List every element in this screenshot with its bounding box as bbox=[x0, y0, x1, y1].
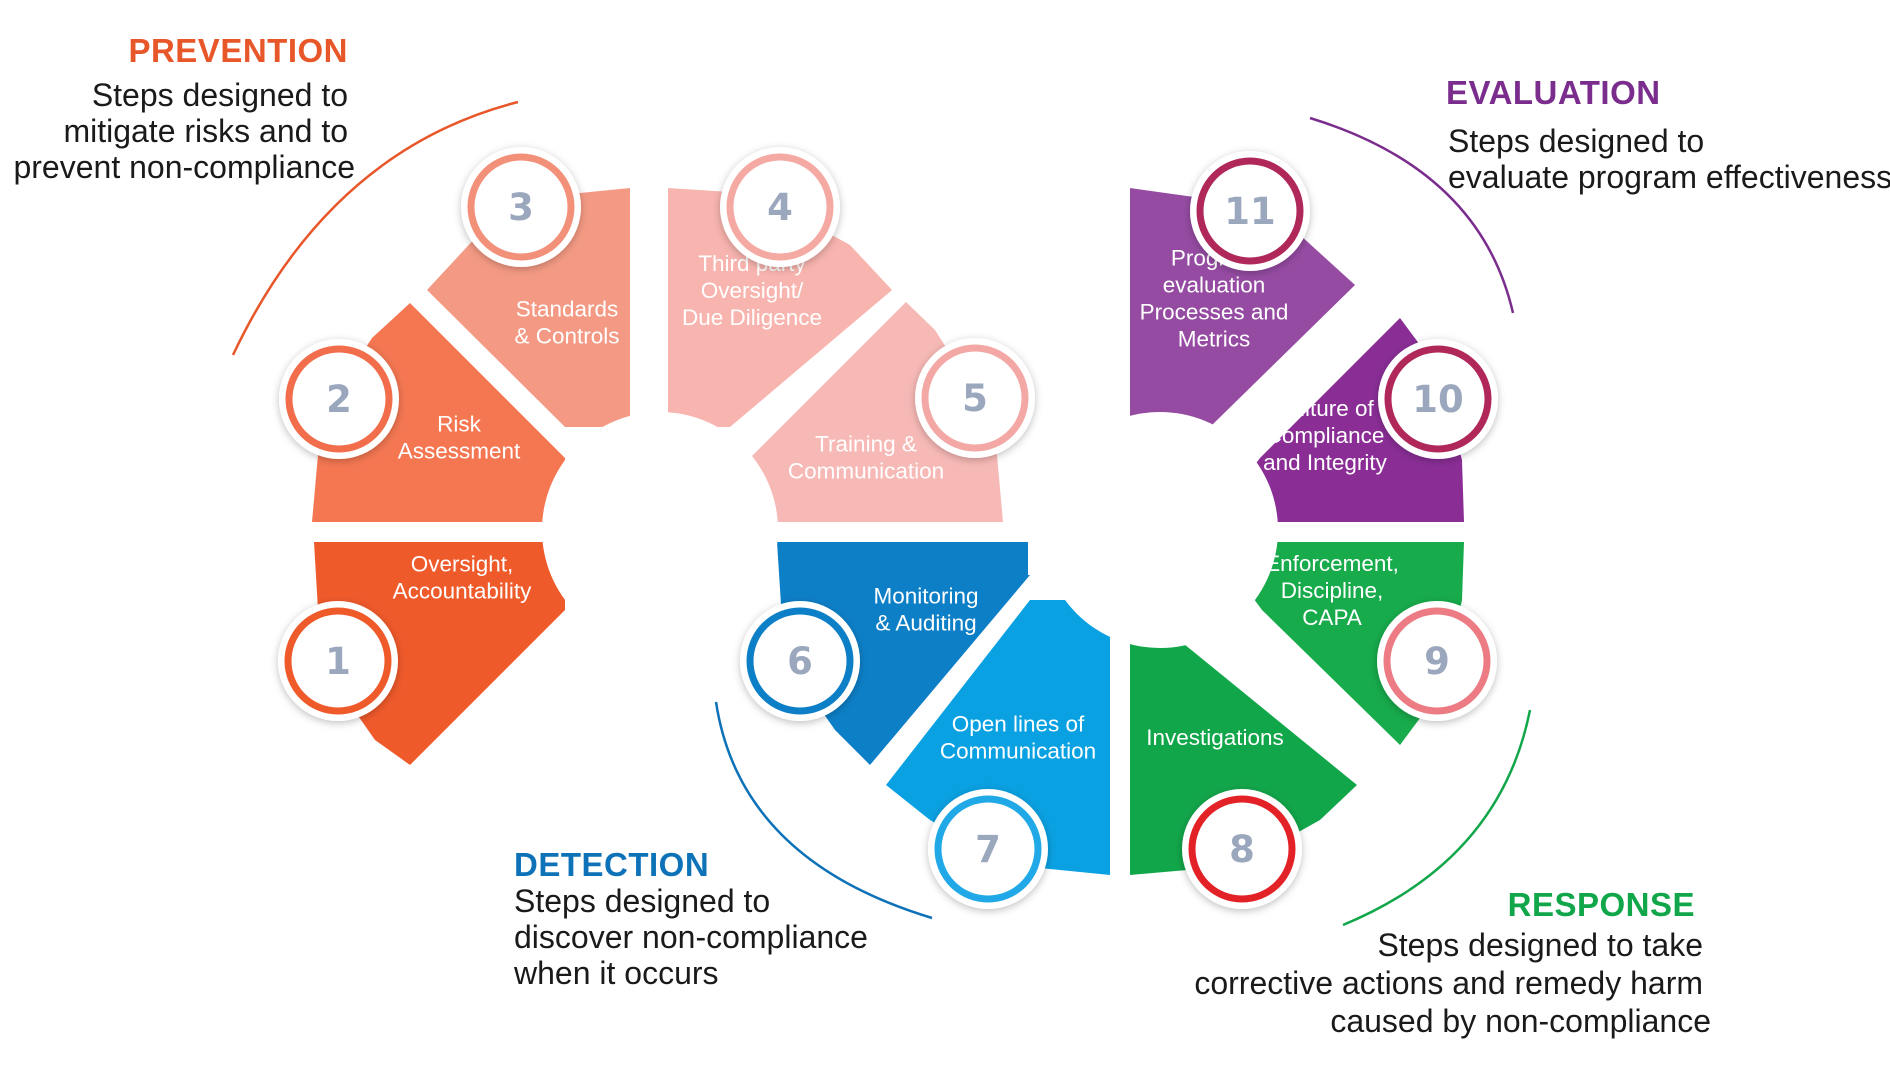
evaluation-arc bbox=[1309, 116, 1515, 314]
step-6-label-line: Monitoring bbox=[873, 584, 978, 609]
segment-step-8 bbox=[1130, 600, 1357, 875]
badge-ring bbox=[934, 795, 1042, 903]
step-3-badge: 3 bbox=[461, 147, 581, 267]
step-4-label-line: Oversight/ bbox=[701, 278, 804, 303]
step-6-number: 6 bbox=[787, 640, 813, 683]
badge-ring bbox=[1196, 157, 1304, 265]
segment-step-7 bbox=[886, 600, 1110, 875]
prevention-title: PREVENTION bbox=[128, 32, 348, 69]
badge-ring bbox=[467, 153, 575, 261]
step-10-badge: 10 bbox=[1378, 339, 1498, 459]
step-11-label-line: Processes and bbox=[1140, 300, 1289, 325]
step-8-label-line: Investigations bbox=[1146, 725, 1284, 750]
badge-ring bbox=[1188, 795, 1296, 903]
badge-ring bbox=[746, 607, 854, 715]
response-title: RESPONSE bbox=[1508, 886, 1695, 923]
step-10-label-line: Compliance bbox=[1266, 423, 1385, 448]
step-2-label-line: Assessment bbox=[398, 439, 521, 464]
step-11-number: 11 bbox=[1224, 190, 1276, 233]
step-11-label-line: evaluation bbox=[1163, 273, 1266, 298]
step-1-badge: 1 bbox=[278, 601, 398, 721]
badge-ring bbox=[1384, 345, 1492, 453]
step-10-label-line: Culture of bbox=[1276, 396, 1374, 421]
step-2-badge: 2 bbox=[279, 339, 399, 459]
step-7-badge: 7 bbox=[928, 789, 1048, 909]
step-9-label: Enforcement,Discipline,CAPA bbox=[1265, 551, 1399, 630]
step-3-number: 3 bbox=[508, 186, 534, 229]
step-11-label-line: Metrics bbox=[1178, 327, 1251, 352]
step-3-label: Standards& Controls bbox=[514, 297, 619, 349]
step-8-label: Investigations bbox=[1146, 725, 1284, 750]
evaluation-desc-line-2: evaluate program effectiveness bbox=[1448, 159, 1890, 195]
step-9-label-line: CAPA bbox=[1302, 605, 1362, 630]
badge-ring bbox=[921, 344, 1029, 452]
step-7-label-line: Open lines of bbox=[952, 712, 1085, 737]
step-11-badge: 11 bbox=[1190, 151, 1310, 271]
step-4-label-line: Due Diligence bbox=[682, 305, 822, 330]
response-arc bbox=[1342, 709, 1532, 927]
detection-title: DETECTION bbox=[514, 846, 709, 883]
detection-desc-line-3: when it occurs bbox=[513, 955, 719, 991]
step-7-label-line: Communication bbox=[940, 739, 1096, 764]
response-desc-line-2: corrective actions and remedy harm bbox=[1194, 965, 1703, 1001]
evaluation-title: EVALUATION bbox=[1446, 74, 1661, 111]
segment-step-1 bbox=[314, 542, 565, 765]
badge-ring bbox=[726, 153, 834, 261]
prevention-desc-line-2: mitigate risks and to bbox=[63, 113, 348, 149]
step-5-number: 5 bbox=[962, 377, 988, 420]
step-8-badge: 8 bbox=[1182, 789, 1302, 909]
step-5-badge: 5 bbox=[915, 338, 1035, 458]
segment-step-11 bbox=[1130, 188, 1355, 427]
step-3-label-line: Standards bbox=[516, 297, 619, 322]
step-2-label-line: Risk bbox=[437, 412, 481, 437]
step-5-label: Training &Communication bbox=[788, 432, 944, 484]
step-10-number: 10 bbox=[1412, 378, 1464, 421]
segment-step-4 bbox=[668, 188, 892, 427]
badge-ring bbox=[1383, 607, 1491, 715]
step-9-badge: 9 bbox=[1377, 601, 1497, 721]
badges-layer: 1 2 3 4 5 6 7 8 9 10 11 bbox=[278, 147, 1498, 909]
step-1-label-line: Accountability bbox=[393, 579, 533, 604]
detection-arc bbox=[714, 701, 933, 920]
segments-layer bbox=[312, 188, 1464, 875]
step-6-badge: 6 bbox=[740, 601, 860, 721]
step-6-label: Monitoring& Auditing bbox=[873, 584, 978, 636]
step-10-label-line: and Integrity bbox=[1263, 450, 1388, 475]
step-4-badge: 4 bbox=[720, 147, 840, 267]
prevention-arc bbox=[231, 100, 519, 356]
step-2-number: 2 bbox=[326, 378, 352, 421]
right-ring-hole bbox=[1042, 412, 1278, 648]
step-6-label-line: & Auditing bbox=[875, 611, 976, 636]
step-4-number: 4 bbox=[767, 186, 793, 229]
step-1-number: 1 bbox=[325, 640, 351, 683]
step-9-label-line: Discipline, bbox=[1281, 578, 1384, 603]
step-3-label-line: & Controls bbox=[514, 324, 619, 349]
step-5-label-line: Training & bbox=[815, 432, 917, 457]
step-1-label-line: Oversight, bbox=[411, 552, 514, 577]
step-9-number: 9 bbox=[1424, 640, 1450, 683]
segment-step-6 bbox=[777, 542, 1030, 765]
step-9-label-line: Enforcement, bbox=[1265, 551, 1399, 576]
step-7-number: 7 bbox=[975, 828, 1001, 871]
prevention-desc-line-3: prevent non-compliance bbox=[13, 149, 355, 185]
detection-desc-line-2: discover non-compliance bbox=[514, 919, 868, 955]
step-8-number: 8 bbox=[1229, 828, 1255, 871]
badge-ring bbox=[285, 345, 393, 453]
left-ring-hole bbox=[542, 412, 778, 648]
prevention-desc-line-1: Steps designed to bbox=[92, 77, 348, 113]
step-1-label: Oversight,Accountability bbox=[393, 552, 533, 604]
badge-ring bbox=[284, 607, 392, 715]
response-desc-line-1: Steps designed to take bbox=[1377, 927, 1703, 963]
evaluation-desc-line-1: Steps designed to bbox=[1448, 123, 1704, 159]
detection-desc-line-1: Steps designed to bbox=[514, 883, 770, 919]
response-desc-line-3: caused by non-compliance bbox=[1330, 1003, 1711, 1039]
step-5-label-line: Communication bbox=[788, 459, 944, 484]
